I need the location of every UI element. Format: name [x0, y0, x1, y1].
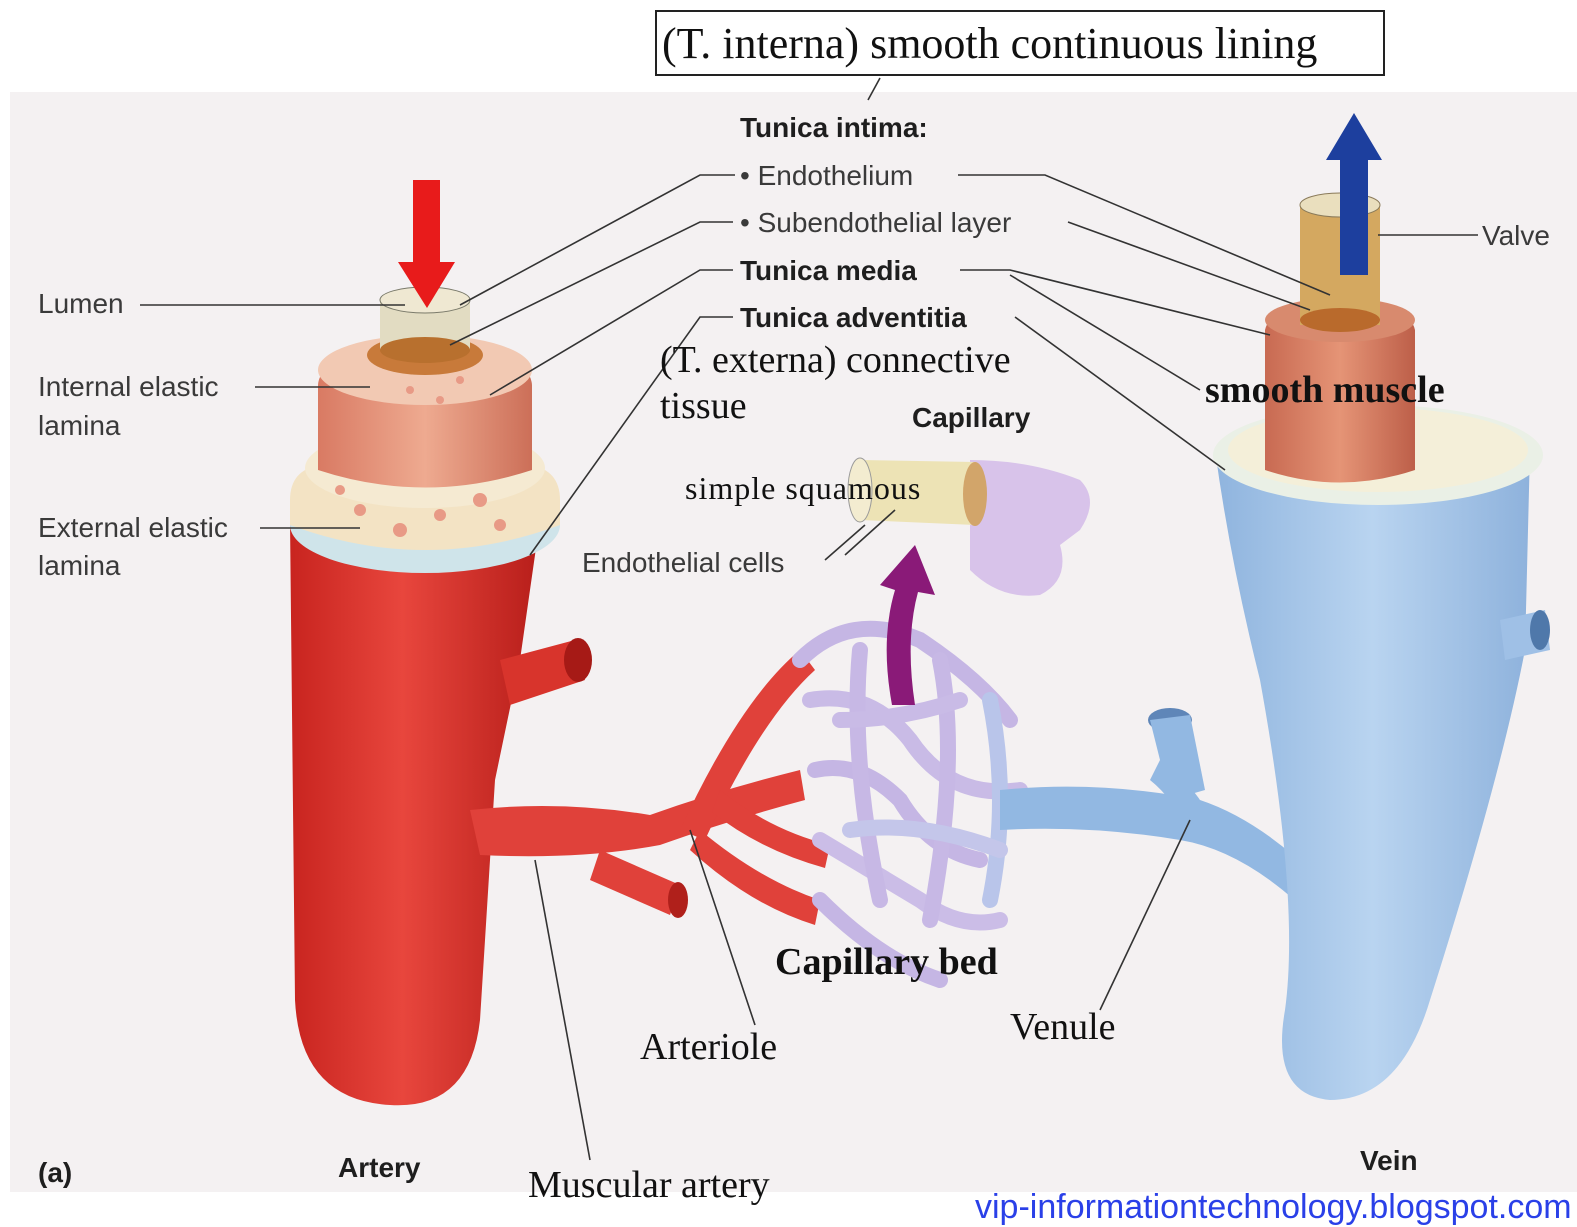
label-muscular-artery: Muscular artery: [528, 1163, 770, 1207]
label-tunica-adventitia: Tunica adventitia: [740, 302, 967, 334]
label-lumen: Lumen: [38, 288, 124, 320]
label-tissue: tissue: [660, 384, 747, 428]
label-external-elastic-1: External elastic: [38, 512, 228, 544]
watermark-link[interactable]: vip-informationtechnology.blogspot.com: [975, 1188, 1577, 1227]
label-artery: Artery: [338, 1152, 420, 1184]
label-arteriole: Arteriole: [640, 1025, 777, 1069]
label-capillary-bed: Capillary bed: [775, 940, 998, 984]
label-simple-squamous: simple squamous: [685, 470, 921, 507]
label-subendothelial: • Subendothelial layer: [740, 207, 1011, 239]
label-valve: Valve: [1482, 220, 1550, 252]
label-capillary: Capillary: [912, 402, 1030, 434]
label-external-elastic-2: lamina: [38, 550, 120, 582]
label-endothelium: • Endothelium: [740, 160, 913, 192]
label-panel-a: (a): [38, 1157, 72, 1189]
label-t-externa: (T. externa) connective: [660, 338, 1011, 382]
label-smooth-muscle: smooth muscle: [1205, 368, 1445, 412]
label-internal-elastic-1: Internal elastic: [38, 371, 219, 403]
label-tunica-media: Tunica media: [740, 255, 917, 287]
label-endothelial-cells: Endothelial cells: [582, 547, 784, 579]
label-internal-elastic-2: lamina: [38, 410, 120, 442]
label-tunica-intima: Tunica intima:: [740, 112, 928, 144]
callout-text: (T. interna) smooth continuous lining: [662, 18, 1317, 69]
label-vein: Vein: [1360, 1145, 1418, 1177]
label-venule: Venule: [1010, 1005, 1116, 1049]
